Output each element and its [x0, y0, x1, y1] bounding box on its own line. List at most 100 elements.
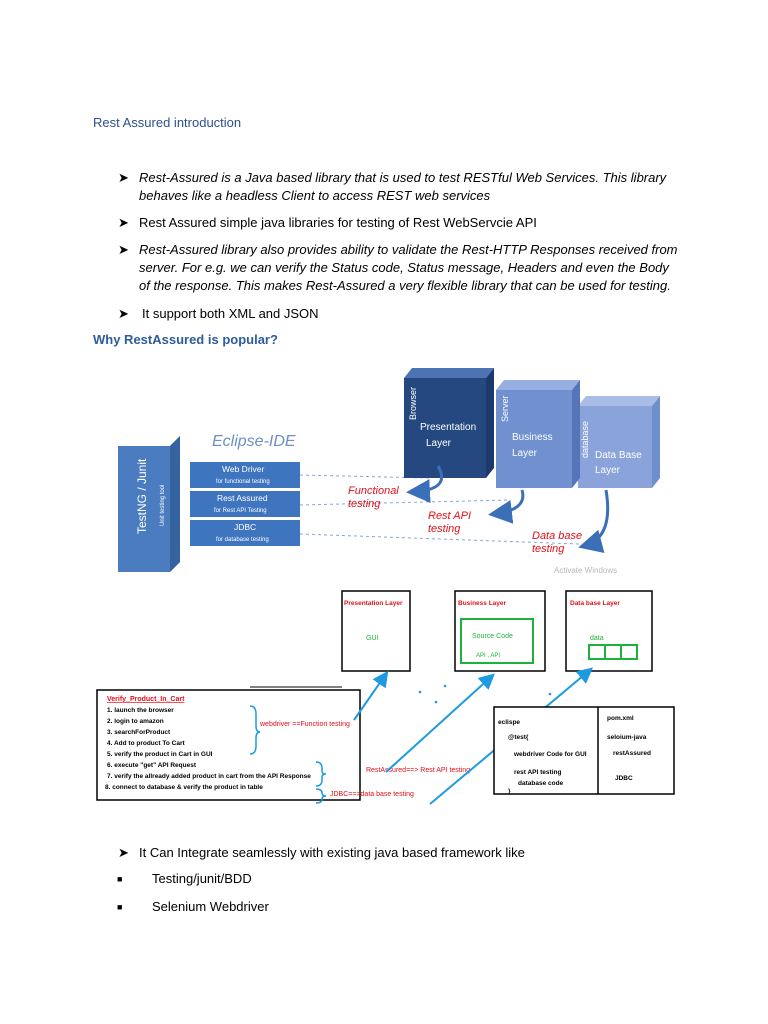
eclipse-line: }	[508, 788, 511, 795]
step-line: 2. login to amazon	[107, 718, 164, 725]
box-content: Source Code	[472, 633, 513, 640]
section-heading: Why RestAssured is popular?	[93, 332, 278, 347]
jdbc-box	[190, 520, 300, 546]
pom-line: restAssured	[613, 750, 651, 757]
arrow-bullet-icon: ➤	[118, 306, 129, 321]
bullet-text: Rest-Assured is a Java based library tha…	[139, 170, 667, 203]
browser-layer-block	[404, 378, 486, 478]
arrow-label: testing	[348, 498, 381, 510]
annotation: JDBC==>data base testing	[330, 791, 414, 798]
pom-line: JDBC	[615, 775, 633, 782]
pom-line: seloium-java	[607, 734, 647, 741]
eclipse-line: webdriver Code for GUI	[513, 751, 587, 758]
watermark-text: Activate Windows	[554, 566, 617, 575]
tool-name: Web Driver	[222, 464, 265, 474]
step-line: 4. Add to product To Cart	[107, 740, 185, 747]
steps-title: Verify_Product_In_Cart	[107, 696, 185, 703]
bullet-text: It Can Integrate seamlessly with existin…	[139, 845, 525, 860]
layer-side-label: Browser	[408, 387, 418, 420]
annotation: webdriver ==Function testing	[259, 721, 350, 728]
arrow-bullet-icon: ➤	[118, 845, 129, 860]
bullet-item: ➤ Rest Assured simple java libraries for…	[118, 214, 678, 232]
testng-bar	[118, 436, 180, 572]
bullet-item: ➤ Rest-Assured is a Java based library t…	[118, 169, 678, 205]
brace-icon	[315, 761, 327, 787]
bullet-text: It support both XML and JSON	[142, 306, 319, 321]
eclipse-line: database code	[518, 780, 564, 787]
arrow-label: testing	[428, 523, 461, 535]
box-content: data	[590, 635, 604, 642]
pom-line: pom.xml	[607, 715, 634, 722]
arrow-label: Rest API	[428, 510, 471, 522]
bullet-item: ➤ It Can Integrate seamlessly with exist…	[118, 844, 678, 862]
layer-name: Layer	[426, 438, 452, 449]
box-title: Presentation Layer	[344, 600, 403, 607]
step-line: 3. searchForProduct	[107, 729, 171, 736]
steps-box	[96, 689, 361, 801]
annotation: RestAssured==> Rest API testing	[366, 767, 470, 774]
arrow-label: testing	[532, 543, 565, 555]
source-code-box	[460, 618, 534, 664]
sub-item-text: Selenium Webdriver	[152, 899, 269, 914]
server-layer-block	[496, 390, 572, 488]
architecture-diagram: TestNG / Junit Unit testing tool Eclipse…	[118, 368, 660, 575]
eclipse-pom-box	[493, 706, 675, 795]
layer-side-label: Server	[500, 395, 510, 422]
eclipse-line: eclispe	[498, 719, 520, 726]
testng-label: TestNG / Junit	[135, 458, 149, 534]
tool-desc: for functional testing	[216, 479, 270, 485]
connector-line	[299, 499, 511, 506]
tool-desc: for Rest API Testing	[214, 508, 267, 514]
testng-sub-label: Unit testing tool	[160, 485, 166, 526]
box-title: Data base Layer	[570, 600, 620, 607]
step-line: 8. connect to database & verify the prod…	[105, 784, 263, 791]
presentation-layer-box	[341, 590, 411, 672]
arrow-bullet-icon: ➤	[118, 215, 129, 230]
connector-line	[299, 533, 581, 545]
blue-arrow-icon	[353, 670, 389, 721]
eclipse-line: @test{	[508, 734, 529, 741]
tool-desc: for database testing	[216, 537, 269, 543]
step-line: 6. execute "get" API Request	[107, 762, 197, 769]
bullet-text: Rest Assured simple java libraries for t…	[139, 215, 537, 230]
brace-icon	[249, 705, 261, 755]
database-layer-block	[578, 406, 652, 488]
box-content: API , API	[476, 653, 500, 659]
curved-arrow-icon	[406, 465, 444, 504]
eclipse-ide-label: Eclipse-IDE	[212, 433, 296, 450]
step-line: 5. verify the product in Cart in GUI	[107, 751, 213, 758]
arrow-label: Data base	[532, 530, 582, 542]
layer-name: Data Base	[595, 450, 642, 461]
business-layer-box	[454, 590, 546, 672]
restassured-box	[190, 491, 300, 517]
sub-item-text: Testing/junit/BDD	[152, 871, 252, 886]
square-bullet-icon: ■	[117, 902, 123, 912]
tool-name: JDBC	[234, 522, 256, 532]
box-content: GUI	[366, 635, 379, 642]
step-line: 1. launch the browser	[107, 707, 174, 714]
document-title: Rest Assured introduction	[93, 115, 242, 130]
bullet-text: Rest-Assured library also provides abili…	[139, 242, 678, 293]
arrow-bullet-icon: ➤	[118, 242, 129, 257]
curved-arrow-icon	[578, 489, 610, 553]
table-cells	[588, 644, 638, 660]
step-line: 7. verify the allready added product in …	[107, 773, 311, 780]
layer-name: Layer	[595, 465, 621, 476]
workflow-diagram: Presentation Layer GUI Business Layer So…	[96, 590, 675, 805]
brace-icon	[315, 788, 327, 804]
square-bullet-icon: ■	[117, 874, 123, 884]
tool-name: Rest Assured	[217, 493, 268, 503]
blue-arrow-icon	[385, 673, 495, 773]
layer-name: Layer	[512, 448, 538, 459]
webdriver-box	[190, 462, 300, 488]
arrow-label: Functional	[348, 485, 399, 497]
layer-side-label: database	[580, 421, 590, 458]
curved-arrow-icon	[488, 489, 525, 524]
box-title: Business Layer	[458, 600, 507, 607]
bullet-item: ➤ Rest-Assured library also provides abi…	[118, 241, 678, 295]
bullet-item: ➤ It support both XML and JSON	[118, 305, 678, 323]
database-layer-box	[565, 590, 653, 672]
eclipse-line: rest API testing	[514, 769, 561, 776]
layer-name: Business	[512, 432, 553, 443]
layer-name: Presentation	[420, 422, 476, 433]
